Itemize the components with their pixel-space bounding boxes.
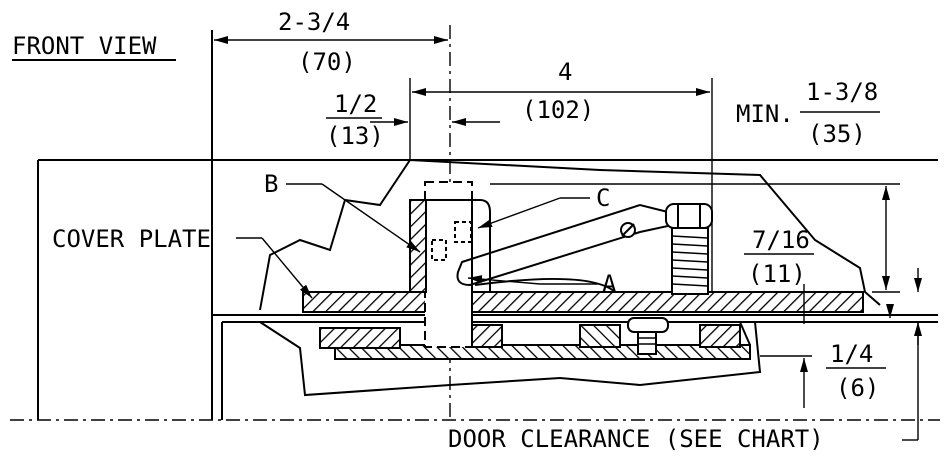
dim-min-depth-metric: (35) (808, 120, 866, 148)
cover-plate-label: COVER PLATE (52, 225, 211, 253)
dim-pivot-offset-metric: (13) (326, 122, 384, 150)
min-label: MIN. (736, 100, 794, 128)
dim-overall-offset-fraction: 2-3/4 (278, 8, 350, 36)
adjustment-screw (627, 317, 669, 355)
svg-text:B: B (264, 170, 278, 198)
dim-min-depth-fraction: 1-3/8 (806, 78, 878, 106)
callout-a: A (467, 270, 617, 298)
dim-pivot-spacing-metric: (102) (522, 96, 594, 124)
view-title: FRONT VIEW (12, 32, 157, 60)
dim-bottom-gap: 1/4 (6) (800, 304, 894, 408)
callout-b: B (264, 170, 421, 253)
cover-plate (302, 291, 864, 313)
svg-text:A: A (602, 270, 617, 298)
dim-plate-height-fraction: 7/16 (752, 226, 810, 254)
dim-bottom-gap-fraction: 1/4 (830, 340, 873, 368)
dim-pivot-offset-fraction: 1/2 (334, 90, 377, 118)
door-clearance-label: DOOR CLEARANCE (SEE CHART) (448, 425, 824, 453)
dim-plate-height: 7/16 (11) (744, 226, 922, 345)
dim-plate-height-metric: (11) (748, 260, 806, 288)
closer-body (319, 321, 751, 360)
dim-pivot-offset: 1/2 (13) (326, 90, 500, 150)
dim-pivot-spacing-fraction: 4 (558, 58, 572, 86)
callout-cover-plate: COVER PLATE (52, 225, 313, 299)
dim-min-depth: MIN. 1-3/8 (35) (736, 78, 890, 290)
callout-c: C (477, 184, 610, 229)
callout-door-clearance: DOOR CLEARANCE (SEE CHART) (448, 322, 919, 453)
spring-assembly (665, 203, 713, 295)
svg-text:C: C (596, 184, 610, 212)
frame-outline (10, 30, 940, 421)
dim-bottom-gap-metric: (6) (836, 374, 879, 402)
dim-overall-offset: 2-3/4 (70) (214, 8, 448, 76)
pivot-spindle (409, 181, 491, 348)
dim-overall-offset-metric: (70) (298, 48, 356, 76)
extension-lines (409, 78, 920, 357)
dim-pivot-spacing: 4 (102) (412, 58, 710, 124)
